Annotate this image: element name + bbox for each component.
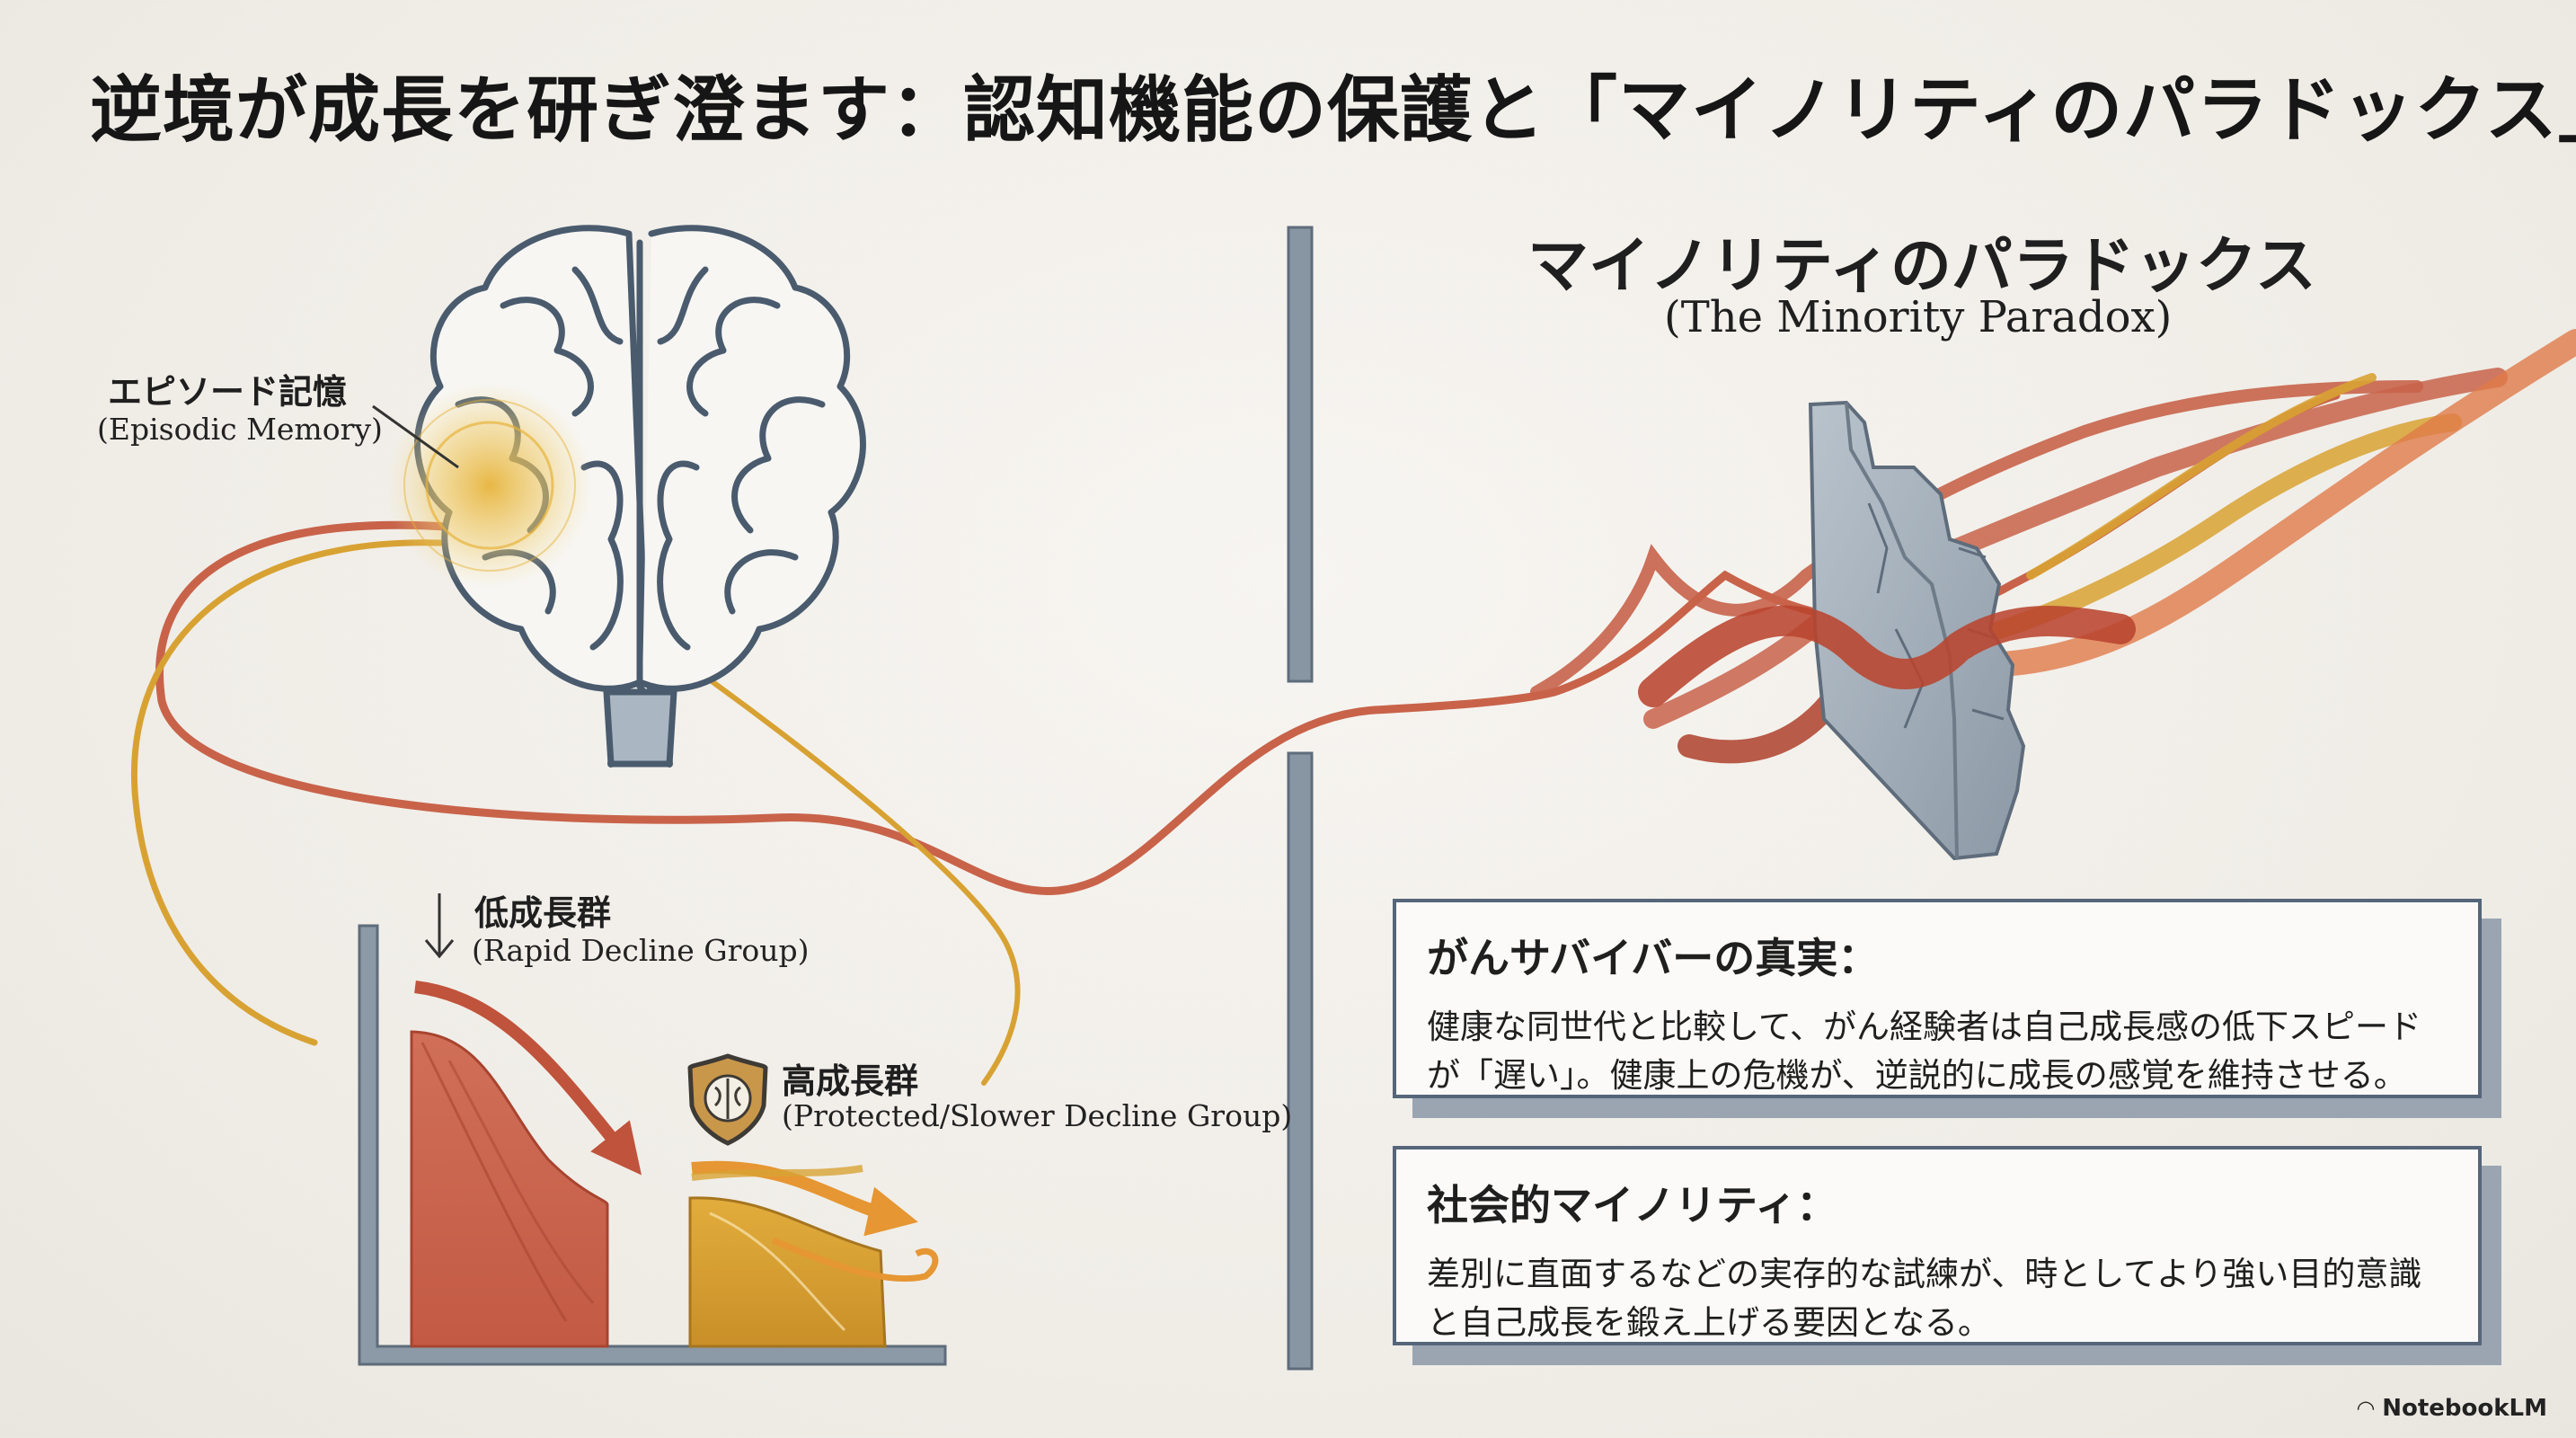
episodic-memory-glow: [386, 382, 593, 589]
main-title: 逆境が成長を研ぎ澄ます：認知機能の保護と「マイノリティのパラドックス」: [90, 67, 2576, 152]
card-title: 社会的マイノリティ：: [1427, 1181, 1838, 1229]
card-body: 差別に直面するなどの実存的な試練が、時としてより強い目的意識 と自己成長を鍛え上…: [1427, 1250, 2448, 1347]
down-arrow-icon: [424, 893, 455, 959]
paradox-subtitle: (The Minority Paradox): [1664, 292, 2173, 342]
paradox-title: マイノリティのパラドックス: [1527, 230, 2316, 302]
card-body-line: が「遅い」。健康上の危機が、逆説的に成長の感覚を維持させる。: [1427, 1056, 2407, 1095]
red-decline-arrow: [414, 981, 642, 1176]
low-growth-area: [410, 1030, 609, 1348]
shield-brain-icon: [687, 1053, 768, 1146]
notebooklm-logo-icon: ◠: [2357, 1396, 2375, 1421]
low-growth-label: 低成長群: [474, 893, 612, 933]
card-title: がんサバイバーの真実：: [1427, 934, 1880, 982]
decline-chart: [358, 924, 947, 1366]
social-minority-card: 社会的マイノリティ： 差別に直面するなどの実存的な試練が、時としてより強い目的意…: [1393, 1146, 2482, 1345]
cancer-survivor-card: がんサバイバーの真実： 健康な同世代と比較して、がん経験者は自己成長感の低下スピ…: [1393, 899, 2482, 1098]
notebooklm-brand: ◠ NotebookLM: [2358, 1395, 2547, 1422]
notebooklm-text: NotebookLM: [2382, 1395, 2547, 1422]
card-body-line: 差別に直面するなどの実存的な試練が、時としてより強い目的意識: [1427, 1255, 2422, 1293]
center-divider: [1287, 226, 1314, 1371]
episodic-memory-label: エピソード記憶: [108, 372, 348, 412]
card-body-line: 健康な同世代と比較して、がん経験者は自己成長感の低下スピード: [1427, 1007, 2422, 1046]
card-body: 健康な同世代と比較して、がん経験者は自己成長感の低下スピード が「遅い」。健康上…: [1427, 1003, 2448, 1100]
ribbon-through-wall: [1638, 605, 2136, 707]
card-body-line: と自己成長を鍛え上げる要因となる。: [1427, 1303, 1991, 1342]
episodic-pointer-line: [372, 404, 459, 469]
gold-slow-arrow: [691, 1160, 918, 1237]
episodic-memory-sub: (Episodic Memory): [97, 412, 383, 447]
high-growth-label: 高成長群: [782, 1061, 919, 1101]
high-growth-sub: (Protected/Slower Decline Group): [782, 1098, 1293, 1133]
high-growth-area: [688, 1196, 887, 1348]
low-growth-sub: (Rapid Decline Group): [472, 933, 810, 968]
